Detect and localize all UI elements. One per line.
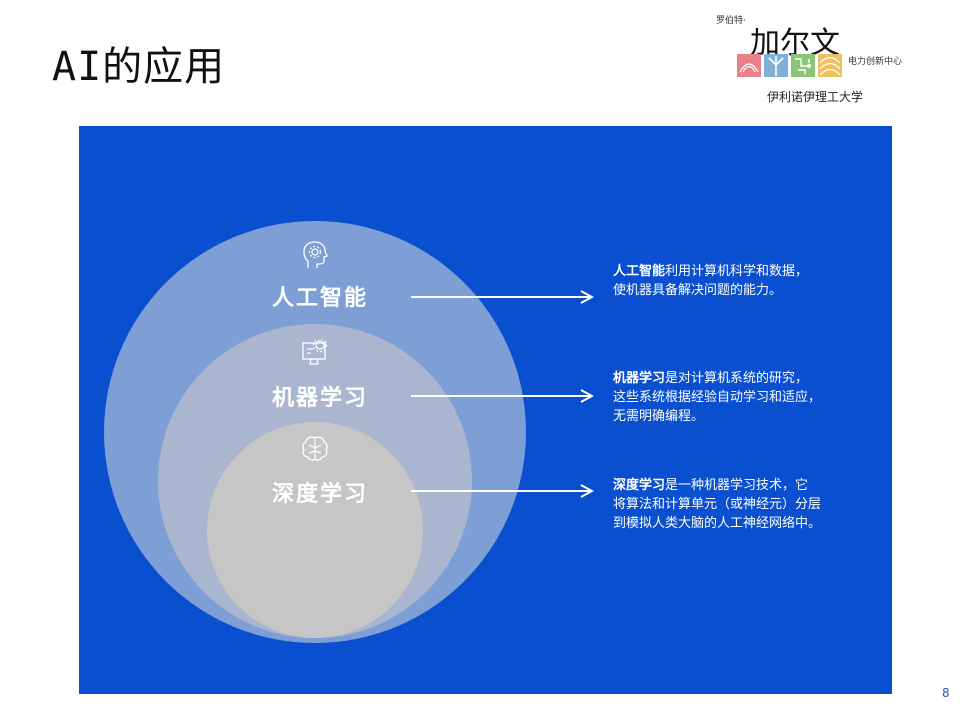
label-ai: 人工智能 [271,286,369,311]
logo-tile-bg [737,54,761,77]
logo: 罗伯特· 加尔文 电力创新中心 伊利诺伊理工大学 [712,10,912,106]
term-ai: 人工智能 [613,264,666,279]
computer-gear-icon [302,339,328,365]
logo-tile-coil-icon [737,54,761,77]
desc-ai-line-2: 使机器具备解决问题的能力。 [613,283,783,298]
desc-dl-line-3: 到模拟人类大脑的人工神经网络中。 [613,516,822,531]
logo-subtitle: 电力创新中心 [848,57,903,67]
label-ml: 机器学习 [271,386,369,411]
diagram-panel: 人工智能 机器学习 深度学习 人工智能利用计算机科学和数据， 使机器具备解决问题… [79,126,892,694]
logo-university: 伊利诺伊理工大学 [767,90,864,104]
logo-tiles [737,54,842,77]
desc-dl-line-1: 是一种机器学习技术，它 [665,478,809,493]
description-dl: 深度学习是一种机器学习技术，它 将算法和计算单元（或神经元）分层 到模拟人类大脑… [613,476,873,533]
label-dl: 深度学习 [271,482,369,507]
page-number: 8 [942,686,950,700]
desc-ml-line-3: 无需明确编程。 [613,409,705,424]
circle-dl [207,422,423,638]
desc-ml-line-2: 这些系统根据经验自动学习和适应， [613,390,822,405]
head-gear-icon [303,241,328,268]
brain-icon [302,436,328,461]
term-dl: 深度学习 [613,478,666,493]
term-ml: 机器学习 [613,371,666,386]
desc-ai-line-1: 利用计算机科学和数据， [665,264,809,279]
desc-dl-line-2: 将算法和计算单元（或神经元）分层 [613,497,822,512]
logo-tile-circuit-icon [791,54,815,77]
description-ml: 机器学习是对计算机系统的研究， 这些系统根据经验自动学习和适应， 无需明确编程。 [613,369,873,426]
description-ai: 人工智能利用计算机科学和数据， 使机器具备解决问题的能力。 [613,262,873,300]
logo-prefix: 罗伯特· [716,16,746,26]
desc-ml-line-1: 是对计算机系统的研究， [665,371,809,386]
logo-tile-turbine-icon [764,54,788,77]
nested-circles-diagram [104,221,892,643]
slide-title: AI的应用 [52,44,226,90]
logo-tile-sun-icon [818,54,842,77]
